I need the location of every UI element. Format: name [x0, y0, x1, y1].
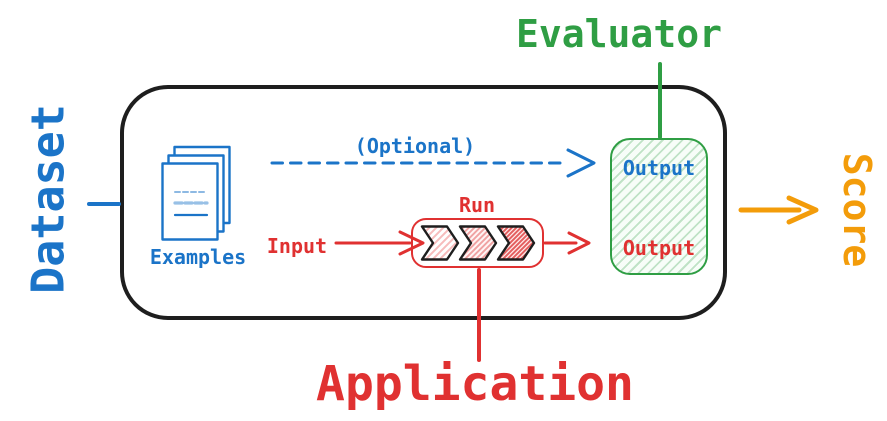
run-output-arrow-icon — [543, 231, 591, 255]
evaluator-box — [610, 138, 708, 275]
evaluator-label: Evaluator — [516, 12, 722, 56]
evaluator-connector-line — [658, 62, 662, 139]
stacked-documents-icon — [161, 145, 231, 241]
score-label: Score — [835, 152, 879, 268]
experiment-boundary-box — [120, 85, 727, 320]
app-output-label: Output — [622, 236, 696, 260]
document-page-front — [161, 162, 219, 241]
dataset-connector-line — [87, 202, 121, 206]
chevron-step-3 — [496, 225, 536, 261]
input-arrow-icon — [334, 230, 425, 256]
reference-output-label: Output — [622, 156, 696, 180]
chevron-step-2 — [458, 225, 498, 261]
optional-dashed-arrow-icon — [270, 148, 596, 178]
application-connector-line — [477, 268, 481, 362]
dataset-label: Dataset — [21, 104, 75, 294]
chevron-step-1 — [420, 225, 460, 261]
document-text-lines — [173, 191, 209, 217]
application-label: Application — [316, 356, 634, 412]
triple-chevron-pipeline-icon — [420, 225, 536, 261]
run-label: Run — [458, 193, 496, 217]
examples-label: Examples — [149, 245, 247, 269]
optional-label: (Optional) — [354, 134, 476, 158]
score-arrow-icon — [738, 195, 819, 225]
input-label: Input — [266, 234, 328, 258]
